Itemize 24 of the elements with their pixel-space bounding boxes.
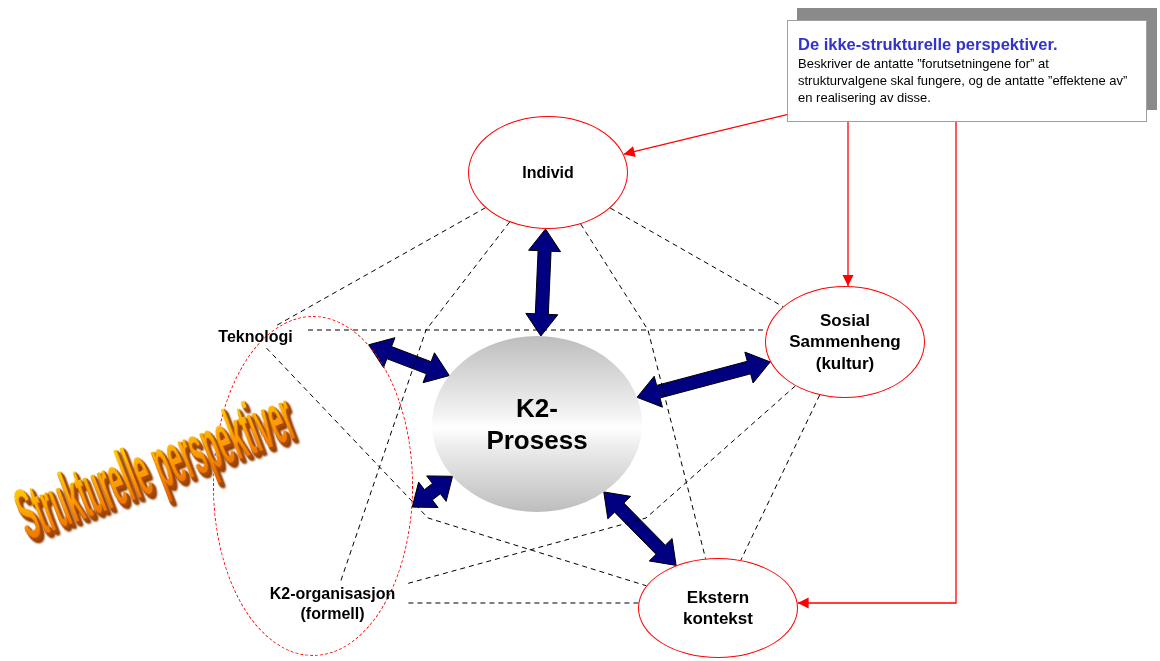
arrow [623,113,788,157]
node-label: Sosial Sammenheng (kultur) [788,310,902,374]
dashed-connector [407,385,796,584]
node-label: K2-organisasjon (formell) [268,583,397,624]
dashed-connector [407,602,639,604]
dashed-connector [580,223,707,560]
ellipse-node [468,116,628,229]
arrow [796,121,957,609]
node-label: Ekstern kontekst [682,586,754,630]
double-block-arrow [603,491,677,566]
double-block-arrow [368,337,450,384]
double-block-arrow [525,228,562,337]
double-block-arrow [636,351,771,408]
note-heading: De ikke-strukturelle perspektiver. [798,35,1058,55]
node-label: K2- Prosess [485,391,589,457]
note-text: Beskriver de antatte ”forutsetningene for” at strukturvalgene skal fungere, og de antatte ”effektene av” en realisering av disse. [798,56,1129,107]
node-label: Teknologi [218,326,293,347]
dashed-connector [339,221,511,584]
double-block-arrow [411,475,454,508]
dashed-connector [265,347,647,587]
dashed-connector [275,207,486,327]
node-label: Individ [522,162,574,183]
dashed-connector [740,394,821,561]
arrow [842,121,854,287]
